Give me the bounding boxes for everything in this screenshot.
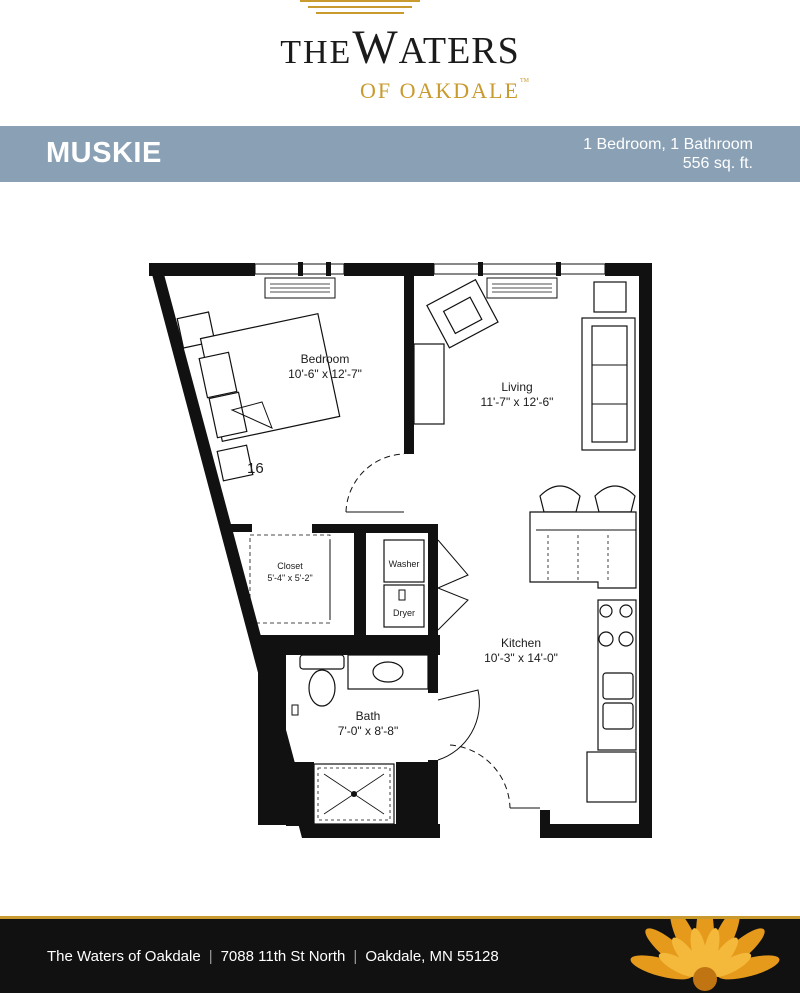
shower — [313, 763, 395, 825]
dryer-label: Dryer — [393, 608, 415, 618]
unit-layout: 1 Bedroom, 1 Bathroom — [583, 136, 753, 153]
wall-bottom-left — [302, 824, 440, 838]
bar-stool-right — [594, 485, 636, 513]
room-label-closet: Closet 5'-4" x 5'-2" — [267, 561, 313, 583]
unit-name: MUSKIE — [46, 137, 162, 169]
kitchen-counter — [597, 599, 637, 751]
bar-stool-left — [539, 485, 581, 513]
wall-bedroom-bottom-right — [312, 524, 438, 533]
unit-meta: 1 Bedroom, 1 Bathroom 556 sq. ft. — [583, 135, 753, 173]
nightstand-top — [176, 311, 216, 349]
armchair — [426, 278, 499, 349]
wall-bath-top — [258, 635, 440, 655]
unit-area: 556 sq. ft. — [682, 155, 753, 172]
wall-right — [639, 263, 652, 838]
toilet-bowl — [308, 669, 336, 707]
bathroom-sink — [372, 661, 404, 683]
room-label-bath: Bath 7'-0" x 8'-8" — [337, 709, 399, 738]
flower-icon — [630, 919, 780, 991]
room-label-living: Living 11'-7" x 12'-6" — [480, 380, 554, 409]
footer: The Waters of Oakdale|7088 11th St North… — [0, 919, 800, 993]
logo-lines-decoration — [300, 0, 420, 20]
wall-bedroom-bottom-left — [226, 524, 252, 532]
living-heater — [486, 277, 558, 299]
wall-shower-right — [396, 762, 428, 826]
sofa — [581, 317, 636, 451]
unit-number: 16 — [247, 460, 264, 477]
end-table — [593, 281, 627, 313]
wall-bath-left — [258, 635, 286, 825]
pillow-bottom — [208, 391, 248, 439]
room-label-kitchen: Kitchen 10'-3" x 14'-0" — [484, 636, 558, 665]
wall-bottom-right — [540, 824, 652, 838]
footer-address: The Waters of Oakdale|7088 11th St North… — [47, 948, 499, 965]
brand-logo: THEWATERS OF OAKDALETM — [0, 0, 800, 110]
wall-shower-left — [286, 762, 314, 826]
wall-top-mid — [344, 263, 434, 276]
wall-top-left — [149, 263, 255, 276]
toilet-tank — [299, 654, 345, 670]
wall-top-right — [605, 263, 652, 276]
wall-closet-right — [354, 533, 366, 635]
wall-left-diagonal — [149, 263, 315, 838]
dryer — [383, 584, 425, 628]
wall-bottom-jamb — [540, 810, 550, 838]
vanity — [347, 654, 429, 690]
washer-label: Washer — [388, 559, 420, 569]
logo-wordmark: THEWATERS — [280, 21, 520, 74]
kitchen-island — [529, 511, 637, 589]
living-window — [433, 263, 606, 275]
bedroom-window — [254, 263, 345, 275]
pillow-top — [198, 351, 238, 399]
refrigerator — [586, 751, 637, 803]
room-label-bedroom: Bedroom 10'-6" x 12'-7" — [288, 352, 362, 381]
wall-bath-right-lower — [428, 760, 438, 826]
media-console — [413, 343, 445, 425]
footer-rule — [0, 916, 800, 919]
wall-bedroom-living — [404, 276, 414, 454]
unit-banner: MUSKIE 1 Bedroom, 1 Bathroom 556 sq. ft. — [0, 126, 800, 182]
wall-laundry-right — [428, 533, 438, 635]
bedroom-heater — [264, 277, 336, 299]
wall-bath-right-upper — [428, 655, 438, 693]
logo-subtitle: OF OAKDALETM — [360, 78, 529, 103]
